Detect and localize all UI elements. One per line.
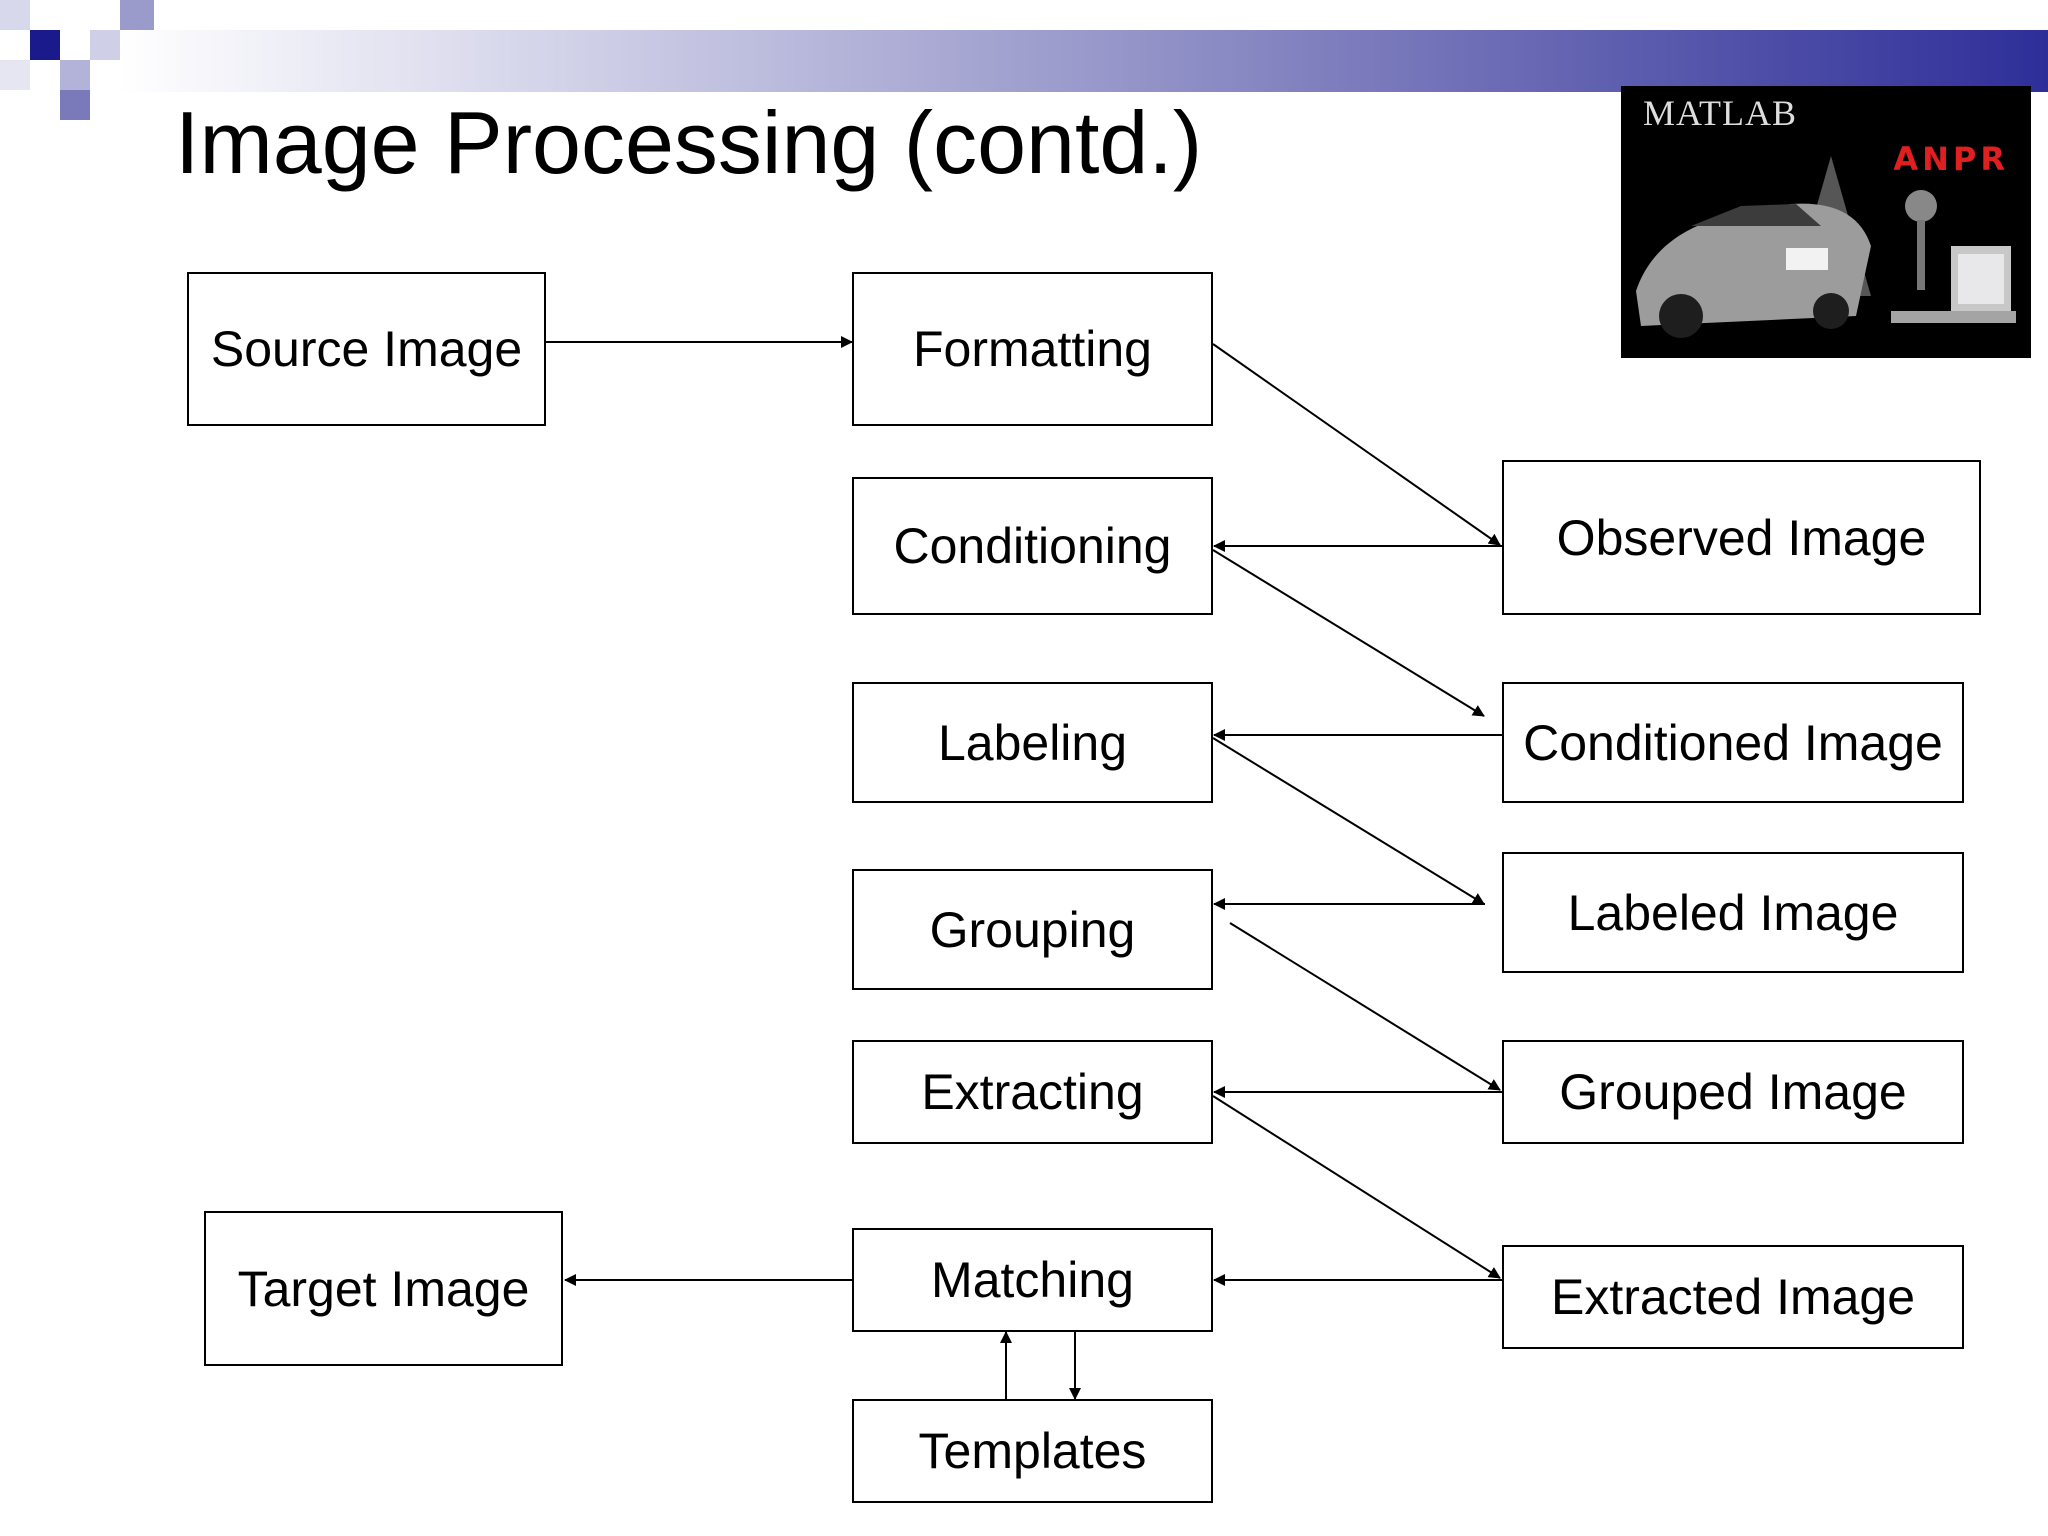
arrow-grouping-to-grouped — [1229, 922, 1501, 1091]
node-templates: Templates — [852, 1399, 1213, 1503]
node-label: Source Image — [210, 321, 523, 377]
decor-square — [90, 30, 120, 60]
decor-square — [120, 0, 154, 30]
node-label: Formatting — [913, 321, 1152, 377]
node-matching: Matching — [852, 1228, 1213, 1332]
arrow-extracting-to-extracted — [1212, 1095, 1501, 1279]
node-labeled-image: Labeled Image — [1502, 852, 1964, 973]
node-label: Extracted Image — [1550, 1269, 1916, 1325]
node-grouping: Grouping — [852, 869, 1213, 990]
node-label: Extracting — [921, 1064, 1144, 1120]
node-label: Grouping — [929, 901, 1136, 958]
matlab-logo-text: MATLAB — [1643, 93, 1798, 133]
node-label: Matching — [931, 1252, 1134, 1308]
decor-square — [0, 60, 30, 90]
node-label: Labeled Image — [1567, 884, 1899, 941]
arrow-formatting-to-observed — [1212, 343, 1501, 546]
node-label: Observed Image — [1556, 509, 1927, 566]
arrow-conditioning-to-conditioned — [1212, 549, 1485, 717]
decor-square — [0, 0, 30, 30]
decor-square — [30, 30, 60, 60]
node-conditioned-image: Conditioned Image — [1502, 682, 1964, 803]
node-label: Target Image — [237, 1260, 530, 1317]
decor-square — [60, 90, 90, 120]
anpr-matlab-photo: MATLAB ANPR — [1621, 86, 2031, 358]
node-label: Templates — [918, 1423, 1147, 1479]
anpr-logo-text: ANPR — [1893, 140, 2009, 178]
node-labeling: Labeling — [852, 682, 1213, 803]
node-observed-image: Observed Image — [1502, 460, 1981, 615]
arrow-labeling-to-labeled — [1212, 737, 1485, 905]
node-label: Conditioned Image — [1523, 714, 1943, 771]
car-illustration — [1636, 156, 2016, 338]
node-conditioning: Conditioning — [852, 477, 1213, 615]
node-source-image: Source Image — [187, 272, 546, 426]
header-gradient-bar — [120, 30, 2048, 92]
node-extracting: Extracting — [852, 1040, 1213, 1144]
decor-square — [60, 60, 90, 90]
slide-title: Image Processing (contd.) — [175, 93, 1203, 192]
node-target-image: Target Image — [204, 1211, 563, 1366]
node-extracted-image: Extracted Image — [1502, 1245, 1964, 1349]
node-label: Labeling — [937, 714, 1128, 771]
node-grouped-image: Grouped Image — [1502, 1040, 1964, 1144]
node-label: Conditioning — [893, 518, 1172, 574]
node-label: Grouped Image — [1559, 1064, 1907, 1120]
node-formatting: Formatting — [852, 272, 1213, 426]
